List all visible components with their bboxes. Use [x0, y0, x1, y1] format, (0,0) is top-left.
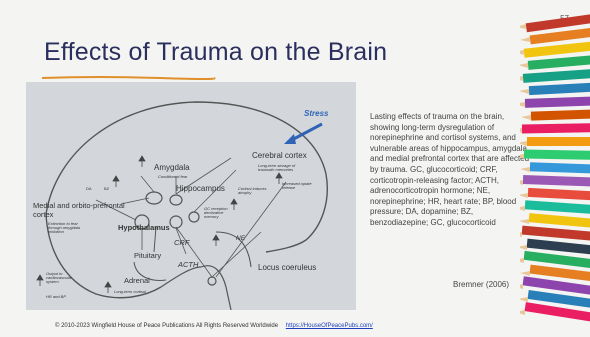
footer: © 2010-2023 Wingfield House of Peace Pub… — [55, 323, 373, 329]
brain-outline-drawing — [36, 101, 328, 310]
copyright-text: © 2010-2023 Wingfield House of Peace Pub… — [55, 323, 279, 329]
locus-coeruleus-label: Locus coeruleus — [258, 263, 317, 272]
colored-pencils-decoration — [520, 13, 590, 322]
extinction-label: Extinction to fear through amygdala inhi… — [48, 221, 81, 234]
conditioned-fear-label: Conditioned fear — [158, 174, 188, 179]
caption-text: Lasting effects of trauma on the brain, … — [370, 112, 530, 227]
bz-label: BZ — [104, 186, 110, 191]
cerebral-cortex-label: Cerebral cortex — [252, 151, 307, 160]
long-term-cortisol-label: Long-term cortisol — [114, 289, 147, 294]
ne-label: NE — [236, 235, 246, 242]
gc-reception-label: GC reception declarative memory — [204, 206, 228, 219]
stress-label: Stress — [304, 109, 329, 118]
long-term-storage-label: Long-term storage of traumatic memories — [258, 163, 296, 172]
website-link[interactable]: https://HouseOfPeacePubs.com/ — [285, 323, 373, 329]
acth-label: ACTH — [178, 260, 199, 269]
hr-bp-label: HR and BP — [46, 294, 67, 299]
hippocampus-label: Hippocampus — [176, 184, 225, 193]
crf-label: CRF — [174, 238, 190, 247]
cortisol-atrophy-label: Cortisol induces atrophy — [238, 186, 267, 195]
pituitary-label: Pituitary — [134, 251, 162, 260]
brain-diagram: Stress Cerebral cortex Long-term storage… — [26, 82, 356, 310]
output-cardio-label: Output to cardiovascular system — [46, 271, 72, 284]
amygdala-label: Amygdala — [154, 163, 190, 172]
citation: Bremner (2006) — [453, 280, 510, 289]
title-underline — [41, 76, 216, 80]
slide-title: Effects of Trauma on the Brain — [44, 38, 388, 66]
hypothalamus-label: Hypothalamus — [118, 223, 170, 232]
adrenal-label: Adrenal — [124, 276, 150, 285]
medial-prefrontal-label: Medial and orbito-prefrontal cortex — [33, 201, 125, 219]
opiate-release-label: Increased opiate release — [282, 181, 312, 190]
da-label: DA — [86, 186, 92, 191]
